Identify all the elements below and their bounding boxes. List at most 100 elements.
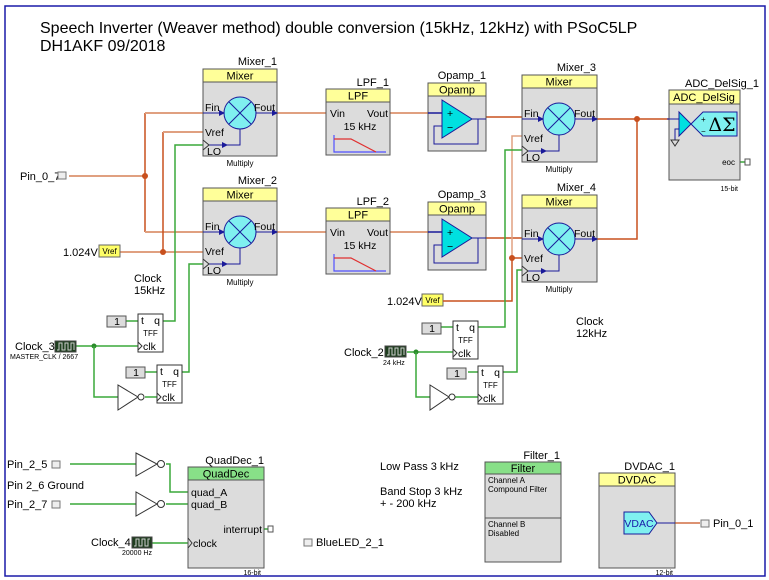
t-label: t <box>160 366 163 378</box>
clock-subtitle: 20000 Hz <box>122 550 152 557</box>
const-one <box>446 367 467 380</box>
clock-4[interactable]: Clock_4 20000 Hz <box>91 536 153 557</box>
vref-2[interactable]: 1.024V Vref <box>387 293 472 308</box>
plus-label: + <box>447 108 453 120</box>
inverter-quad-b[interactable] <box>135 491 165 517</box>
opamp-3[interactable]: Opamp_3 Opamp + − <box>427 189 487 271</box>
fin-label: Fin <box>205 221 220 233</box>
channel-a-label: Channel A <box>488 476 526 485</box>
analog-wires <box>69 112 700 524</box>
tff-label: TFF <box>458 336 473 345</box>
q-label: q <box>173 366 179 378</box>
title-line-1: Speech Inverter (Weaver method) double c… <box>40 20 637 37</box>
vref-tag <box>421 293 444 307</box>
eoc-label: eoc <box>722 158 735 167</box>
quaddec-1[interactable]: QuadDec_1 QuadDec quad_A quad_B interrup… <box>187 455 274 577</box>
inverter-quad-a[interactable] <box>135 452 165 477</box>
block-body <box>325 101 391 156</box>
pin-2-5[interactable]: Pin_2_5 <box>7 459 61 471</box>
clk-label: clk <box>143 341 157 353</box>
opamp-1[interactable]: Opamp_1 Opamp + − <box>427 70 487 152</box>
pin-label: BlueLED_2_1 <box>316 537 384 549</box>
tff-4[interactable]: 1 t q TFF clk <box>446 365 504 405</box>
pin-label: Pin_0_1 <box>713 518 753 530</box>
mixer-4[interactable]: Mixer_4 Mixer Fin Fout Vref LO Multiply <box>521 182 598 294</box>
vout-label: Vout <box>367 227 388 239</box>
clock-subtitle: 24 kHz <box>383 360 405 367</box>
ground-icon <box>670 139 680 147</box>
const-label: 1 <box>429 323 435 335</box>
q-label: q <box>154 315 160 327</box>
dvdac-1[interactable]: DVDAC_1 DVDAC VDAC 12-bit <box>598 461 676 577</box>
block-footer: Multiply <box>226 159 253 168</box>
vref-value: 1.024V <box>63 247 99 259</box>
instance-name: Mixer_4 <box>557 182 596 194</box>
vdac-icon <box>623 511 658 535</box>
instance-name: ADC_DelSig_1 <box>685 78 759 90</box>
instance-name: DVDAC_1 <box>624 461 675 473</box>
tff-1[interactable]: 1 t q TFF clk <box>106 313 164 353</box>
block-footer: Multiply <box>226 278 253 287</box>
instance-name: LPF_1 <box>357 77 389 89</box>
pin-0-7[interactable]: Pin_0_7 <box>20 171 67 183</box>
junction <box>160 249 166 255</box>
plus-label: + <box>701 115 706 124</box>
clock-3[interactable]: Clock_3 MASTER_CLK / 2667 <box>10 340 78 361</box>
vdac-label: VDAC <box>624 518 654 530</box>
vref-1[interactable]: 1.024V Vref <box>63 244 121 259</box>
vref-value: 1.024V <box>387 296 423 308</box>
tff-2[interactable]: 1 t q TFF clk <box>125 364 183 404</box>
channel-b-section <box>484 517 562 563</box>
note-bandstop-line2: + - 200 kHz <box>380 498 437 510</box>
not-gate-icon <box>135 491 159 517</box>
mixer-2[interactable]: Mixer_2 Mixer Fin Fout Vref LO Multiply <box>202 175 278 287</box>
inverter-2[interactable] <box>429 384 456 411</box>
mixer-3[interactable]: Mixer_3 Mixer Fin Fout Vref LO Multiply <box>521 62 598 174</box>
lo-label: LO <box>207 146 221 158</box>
filter-1[interactable]: Filter_1 Filter Channel A Compound Filte… <box>484 450 562 563</box>
note-bandstop-line1: Band Stop 3 kHz <box>380 486 463 498</box>
block-footer: Multiply <box>545 285 572 294</box>
not-gate-icon <box>135 452 159 477</box>
junction <box>634 116 640 122</box>
fin-label: Fin <box>524 108 539 120</box>
block-footer: 12-bit <box>655 570 673 577</box>
digital-wires <box>70 144 745 544</box>
pin-0-1[interactable]: Pin_0_1 <box>700 518 753 530</box>
not-gate-icon <box>117 384 139 411</box>
block-footer: 15-bit <box>720 186 738 193</box>
const-label: 1 <box>114 316 120 328</box>
const-label: 1 <box>454 368 460 380</box>
delta-sigma-icon <box>690 111 738 137</box>
delta-sigma-symbol: ΔΣ <box>708 114 735 136</box>
opamp-triangle-icon <box>441 99 473 139</box>
not-gate-icon <box>429 384 450 411</box>
inverter-1[interactable] <box>117 384 145 411</box>
note-clock15-line1: Clock <box>134 273 162 285</box>
interrupt-label: interrupt <box>223 524 262 536</box>
block-type: DVDAC <box>618 475 657 487</box>
adc-delsig-1[interactable]: ADC_DelSig_1 ADC_DelSig + − ΔΣ eoc 15-bi… <box>667 78 759 193</box>
lo-label: LO <box>526 152 540 164</box>
quad-b-label: quad_B <box>191 499 227 511</box>
note-pin-2-6: Pin 2_6 Ground <box>7 480 84 492</box>
block-type: Opamp <box>439 85 475 97</box>
tff-3[interactable]: 1 t q TFF clk <box>421 320 479 360</box>
block-footer: 16-bit <box>243 570 261 577</box>
tff-label: TFF <box>143 329 158 338</box>
title-line-2: DH1AKF 09/2018 <box>40 38 166 55</box>
note-clock12-line2: 12kHz <box>576 328 607 340</box>
mixer-1[interactable]: Mixer_1 Mixer Fin Fout Vref LO Multiply <box>202 56 278 168</box>
block-type: ADC_DelSig <box>673 92 735 104</box>
clock-2[interactable]: Clock_2 24 kHz <box>344 345 407 367</box>
lpf-2[interactable]: LPF_2 LPF Vin Vout 15 kHz <box>325 196 391 275</box>
analog-pin-icon <box>700 519 710 528</box>
fout-label: Fout <box>254 102 275 114</box>
instance-name: QuadDec_1 <box>205 455 264 467</box>
lpf-1[interactable]: LPF_1 LPF Vin Vout 15 kHz <box>325 77 391 156</box>
minus-label: − <box>701 127 706 136</box>
pin-2-7[interactable]: Pin_2_7 <box>7 499 61 511</box>
pin-blueled-2-1[interactable]: BlueLED_2_1 <box>303 537 384 549</box>
vref-tag <box>98 244 121 258</box>
wire-vref2-mixer3 <box>511 135 522 258</box>
